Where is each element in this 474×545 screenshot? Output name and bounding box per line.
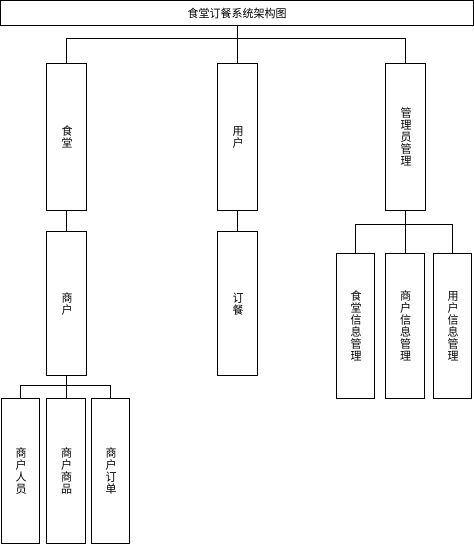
node-canteen-label: 食堂 [60,125,73,149]
node-merchant-info-label: 商户信息管理 [398,290,412,362]
node-merchant-goods: 商户商品 [46,398,86,544]
node-merchant-label: 商户 [60,291,73,316]
node-order-label: 订餐 [231,291,244,316]
node-merchant-orders: 商户订单 [91,398,130,544]
node-user-info-label: 用户信息管理 [446,290,459,362]
node-merchant-goods-label: 商户商品 [59,447,73,495]
node-canteen: 食堂 [46,63,87,211]
node-merchant-staff: 商户人员 [1,398,40,544]
node-user-label: 用户 [231,125,244,149]
node-merchant-orders-label: 商户订单 [104,447,117,495]
node-canteen-info: 食堂信息管理 [336,253,375,399]
node-admin: 管理员管理 [385,63,426,211]
node-merchant: 商户 [46,231,87,376]
node-merchant-staff-label: 商户人员 [14,447,27,495]
node-admin-label: 管理员管理 [399,107,412,167]
node-order: 订餐 [217,231,258,376]
node-user: 用户 [217,63,258,211]
diagram-title: 食堂订餐系统架构图 [0,0,474,26]
node-canteen-info-label: 食堂信息管理 [349,290,362,362]
node-merchant-info: 商户信息管理 [385,253,425,399]
node-user-info: 用户信息管理 [433,253,472,399]
